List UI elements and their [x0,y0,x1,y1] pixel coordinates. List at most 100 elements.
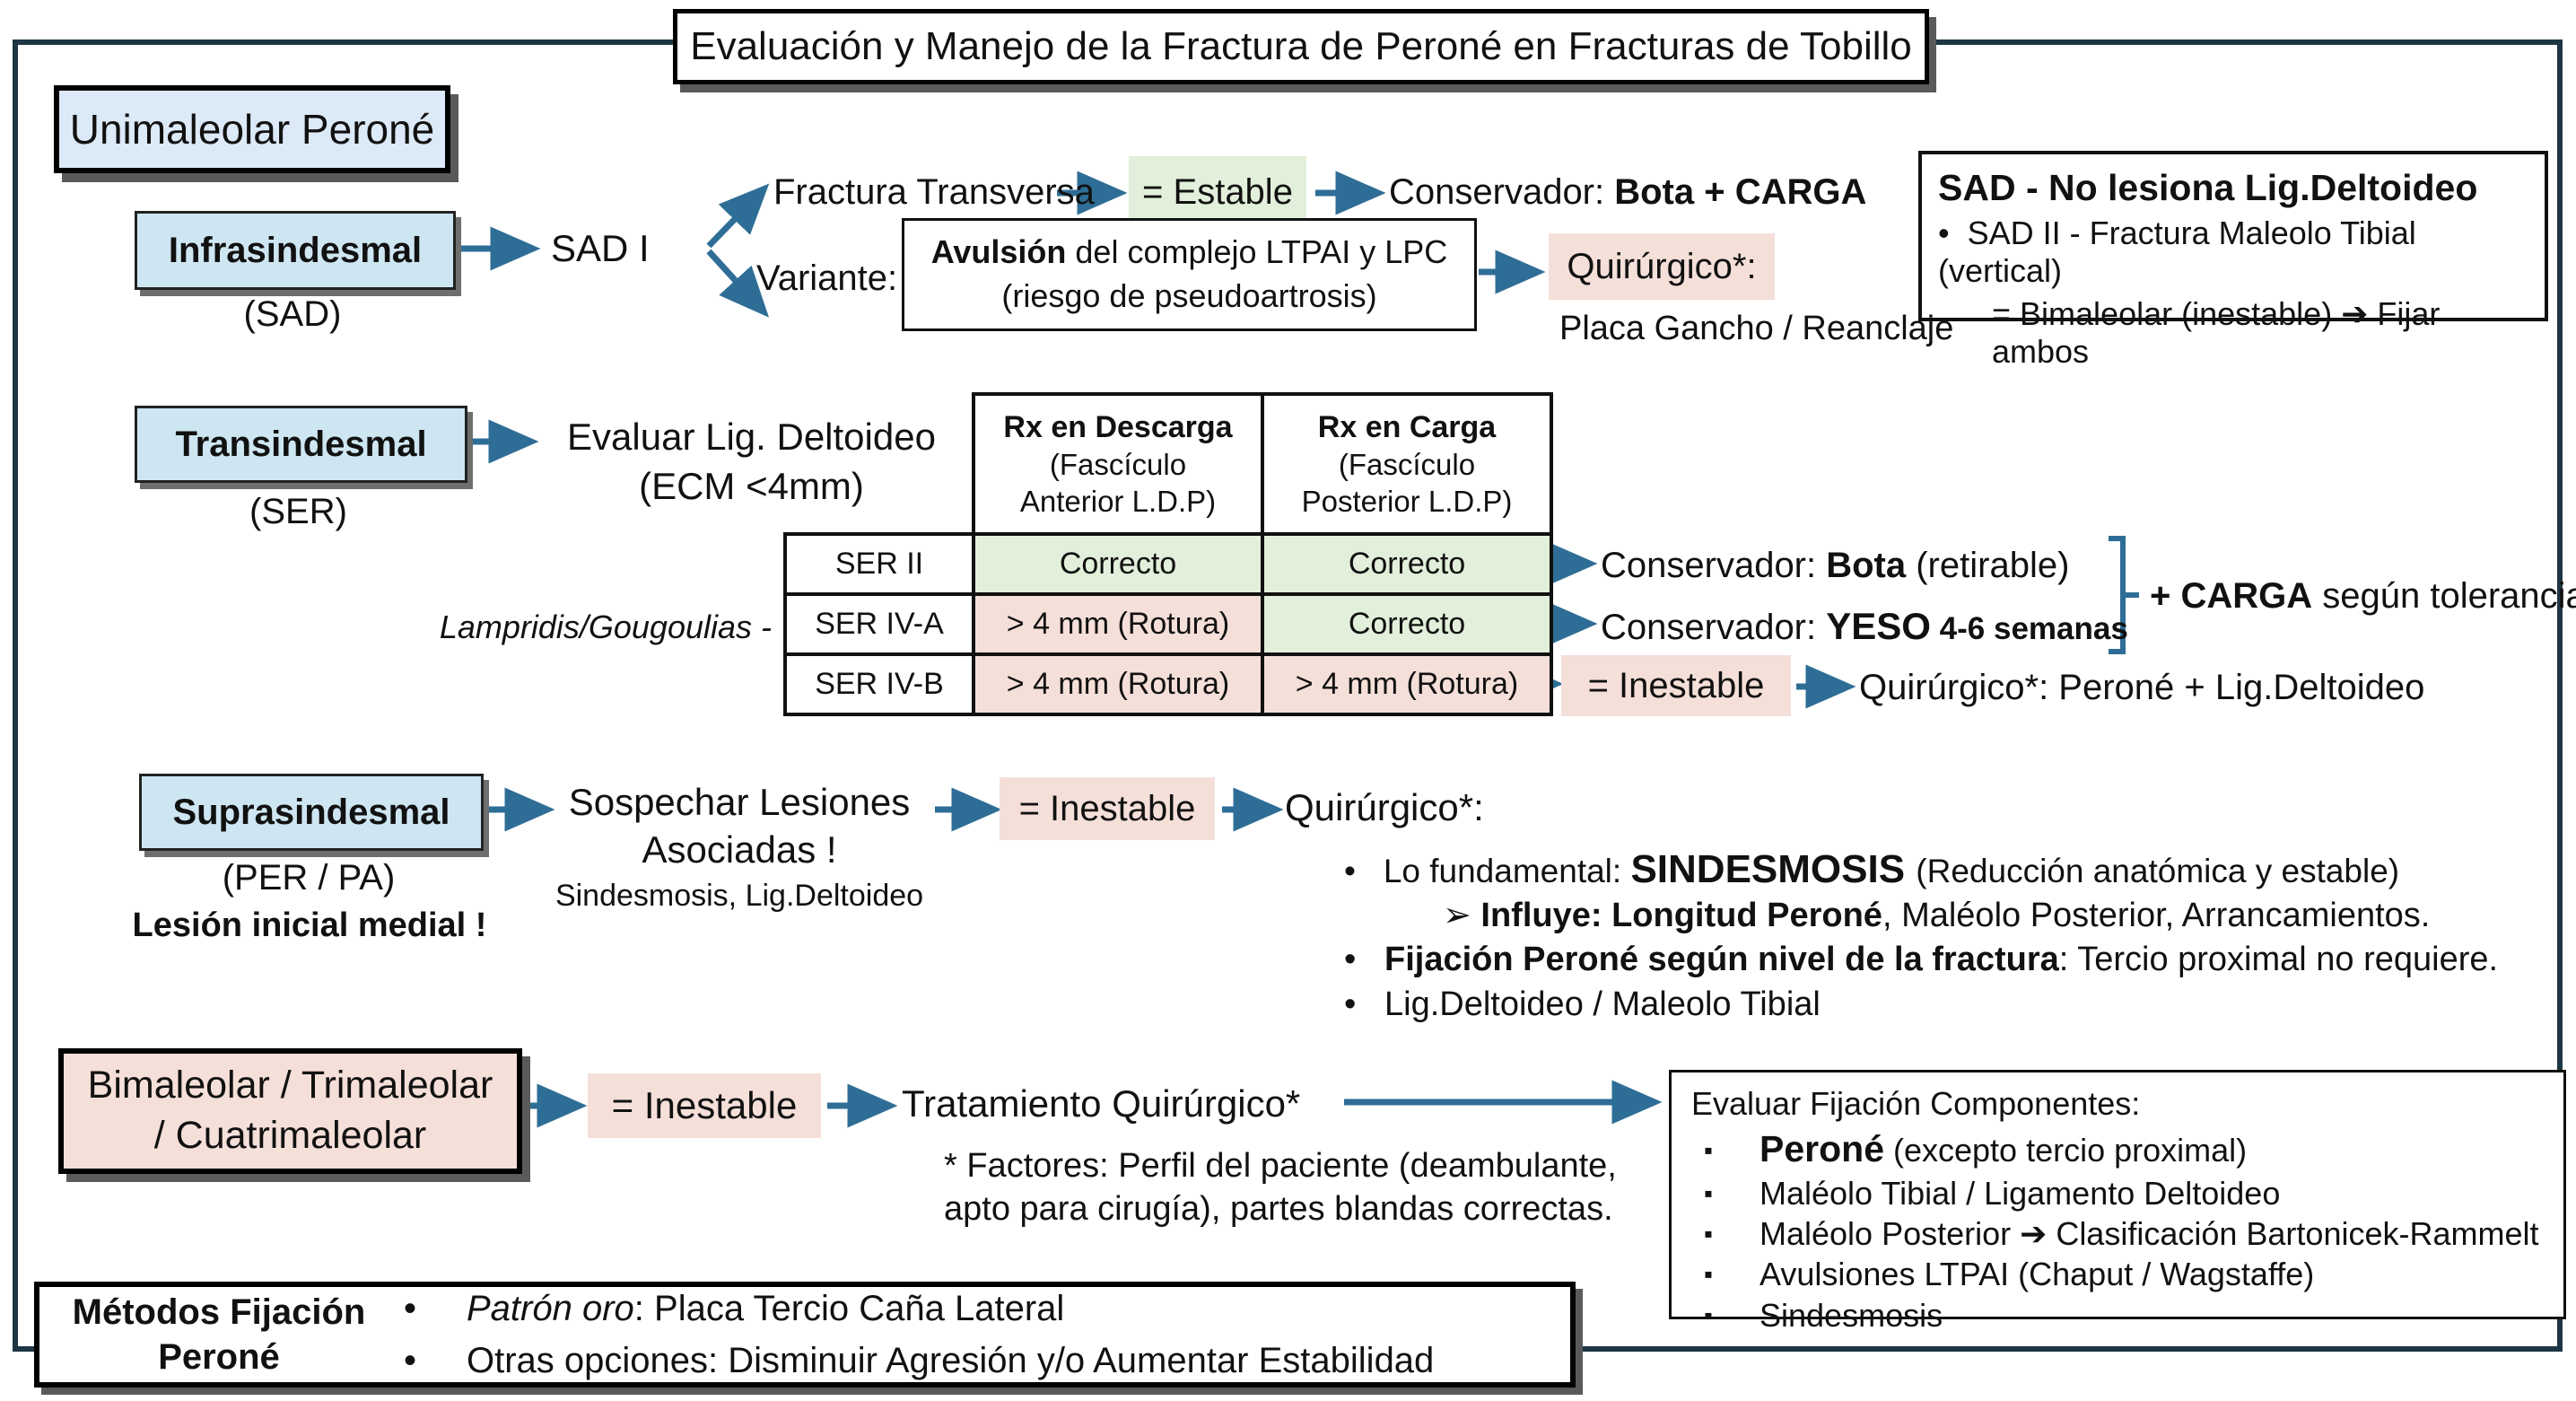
sospechar-line2: Asociadas ! [642,827,837,871]
bullet-icon: • [1344,985,1357,1023]
supra-bullet-2: ➢ Influye: Longitud Peroné, Maléolo Post… [1443,895,2430,935]
inestable-supra-text: = Inestable [1018,788,1196,828]
ser-header-carga-l3: Posterior L.D.P) [1301,485,1513,519]
ser-row-label: SER IV-B [783,652,975,716]
outcome-ser2: Conservador: Bota (retirable) [1601,546,2069,586]
componentes-item5-text: Sindesmosis [1760,1296,1943,1334]
sospechar-detail: Sindesmosis, Lig.Deltoideo [554,879,924,913]
evaluar-line1: Evaluar Lig. Deltoideo [567,416,936,458]
chevron-icon: ➢ [1443,897,1471,934]
source-citation: Lampridis/Gougoulias - [439,609,772,645]
metodos-b1-italic: Patrón oro [467,1289,634,1328]
sad-note-line2a: = Bimaleolar (inestable) [1992,295,2342,332]
evaluar-deltoideo: Evaluar Lig. Deltoideo (ECM <4mm) [538,413,965,511]
carga-bold: + CARGA [2150,576,2313,616]
supra-bullet-1: • Lo fundamental: SINDESMOSIS (Reducción… [1344,847,2399,892]
transindesmal-box: Transindesmal [135,406,467,483]
infrasindesmal-box: Infrasindesmal [135,211,456,290]
transindesmal-label: Transindesmal [175,424,427,464]
square-bullet-icon: ▪ [1704,1260,1713,1289]
multimaleolar-line2: / Cuatrimaleolar [153,1114,427,1157]
componentes-item: ▪ Sindesmosis [1691,1295,2544,1335]
infrasindesmal-label: Infrasindesmal [168,230,423,270]
ser-header-descarga: Rx en Descarga (Fascículo Anterior L.D.P… [972,392,1264,536]
square-bullet-icon: ▪ [1704,1178,1713,1207]
ser-cell: Correcto [1261,532,1553,596]
ser-row-4a: SER IV-A > 4 mm (Rotura) Correcto [783,592,1553,656]
componentes-item: ▪Peroné (excepto tercio proximal) [1691,1126,2544,1173]
sad-note-bullet-text: SAD II - Fractura Maleolo Tibial (vertic… [1938,215,2416,289]
estable-status: = Estable [1129,156,1306,228]
supra-b3-bold: Fijación Peroné según nivel de la fractu… [1384,941,2059,978]
ser-header-descarga-bold: Rx en Descarga [1003,409,1233,444]
bullet-icon: • [404,1341,417,1380]
fractura-transversa: Fractura Transversa [773,172,1095,212]
metodos-b2-text: Otras opciones: Disminuir Agresión y/o A… [467,1341,1435,1380]
quirurgico-supra: Quirúrgico*: [1285,786,1484,828]
supra-b2-bold: Influye: Longitud Peroné [1480,897,1882,934]
ser-cell: > 4 mm (Rotura) [972,652,1264,716]
diagram-title-text: Evaluación y Manejo de la Fractura de Pe… [690,24,1912,68]
metodos-box: Métodos Fijación Peroné •Patrón oro: Pla… [34,1282,1576,1388]
sad-note-line2b: Fijar ambos [1992,295,2441,370]
ser-row-4b: SER IV-B > 4 mm (Rotura) > 4 mm (Rotura) [783,652,1553,716]
componentes-title: Evaluar Fijación Componentes: [1691,1085,2141,1122]
avulsion-rest: del complejo LTPAI y LPC [1066,233,1448,271]
ser-cell: Correcto [972,532,1264,596]
componentes-item: ▪Maléolo Posterior ➔ Clasificación Barto… [1691,1213,2544,1254]
factores-line2: apto para cirugía), partes blandas corre… [944,1190,1613,1228]
sad-note-title: SAD - No lesiona Lig.Deltoideo [1938,167,2478,208]
sad-note-box: SAD - No lesiona Lig.Deltoideo • SAD II … [1918,151,2548,370]
ser-row-2: SER II Correcto Correcto [783,532,1553,596]
supra-b1-pre: Lo fundamental: [1383,853,1631,889]
supra-b1-bold: SINDESMOSIS [1630,847,1917,891]
diagram-title: Evaluación y Manejo de la Fractura de Pe… [673,9,1929,84]
ser-cell: > 4 mm (Rotura) [1261,652,1553,716]
multimaleolar-box: Bimaleolar / Trimaleolar / Cuatrimaleola… [58,1048,522,1174]
ser-header-descarga-l2: (Fascículo [1049,448,1187,481]
outcome-ser4a-bold2: 4-6 semanas [1930,611,2128,646]
componentes-item1-bold: Peroné [1760,1128,1884,1169]
componentes-item: ▪Maléolo Tibial / Ligamento Deltoideo [1691,1173,2544,1213]
inestable-multi-text: = Inestable [611,1084,798,1126]
unimaleolar-box: Unimaleolar Peroné [54,85,450,173]
componentes-item4-text: Avulsiones LTPAI (Chaput / Wagstaffe) [1760,1256,2315,1293]
ser-header-carga: Rx en Carga (Fascículo Posterior L.D.P) [1261,392,1553,536]
ser-cell: Correcto [1261,592,1553,656]
outcome-ser4a-bold: YESO [1826,605,1931,647]
ser-table-header-row: Rx en Descarga (Fascículo Anterior L.D.P… [785,392,1553,536]
inestable-supra-status: = Inestable [1000,777,1215,840]
conservador-bota-carga: Conservador: Bota + CARGA [1389,172,1866,213]
inestable-multi-status: = Inestable [588,1073,821,1138]
componentes-list: ▪Peroné (excepto tercio proximal) ▪Maléo… [1691,1126,2544,1335]
supra-b4-text: Lig.Deltoideo / Maleolo Tibial [1384,985,1821,1023]
inestable-ser4b-text: = Inestable [1587,665,1765,705]
avulsion-box: Avulsión del complejo LTPAI y LPC (riesg… [902,218,1477,331]
factores-line1: * Factores: Perfil del paciente (deambul… [944,1147,1617,1185]
avulsion-bold: Avulsión [930,233,1067,271]
ser-row-label: SER IV-A [783,592,975,656]
sad1-node: SAD I [551,227,650,269]
bullet-icon: • [1344,853,1356,889]
supra-bullet-3: • Fijación Peroné según nivel de la frac… [1344,941,2498,979]
avulsion-line1: Avulsión del complejo LTPAI y LPC [904,231,1474,275]
componentes-item1-rest: (excepto tercio proximal) [1884,1132,2248,1169]
unimaleolar-label: Unimaleolar Peroné [69,106,435,153]
componentes-item3a-text: Maléolo Posterior [1760,1215,2021,1253]
quirurgico-avulsion-text: Quirúrgico*: [1567,246,1757,286]
metodos-list: •Patrón oro: Placa Tercio Caña Lateral •… [398,1283,1434,1387]
ser-header-carga-bold: Rx en Carga [1317,409,1497,444]
supra-b1-rest: (Reducción anatómica y estable) [1916,853,2400,889]
ser-table: Rx en Descarga (Fascículo Anterior L.D.P… [783,392,1553,716]
bullet-icon: • [404,1289,417,1328]
square-bullet-icon: ▪ [1704,1300,1713,1329]
conservador-bold: Bota + CARGA [1614,172,1867,212]
ser-row-label: SER II [783,532,975,596]
supra-bullet-4: • Lig.Deltoideo / Maleolo Tibial [1344,985,1821,1024]
quirurgico-avulsion-status: Quirúrgico*: [1549,233,1775,300]
avulsion-line2: (riesgo de pseudoartrosis) [1001,277,1377,314]
metodos-title-line2: Peroné [158,1337,280,1377]
suprasindesmal-sub: (PER / PA) [222,858,396,898]
quirurgico-ser4b: Quirúrgico*: Peroné + Lig.Deltoideo [1859,668,2425,707]
